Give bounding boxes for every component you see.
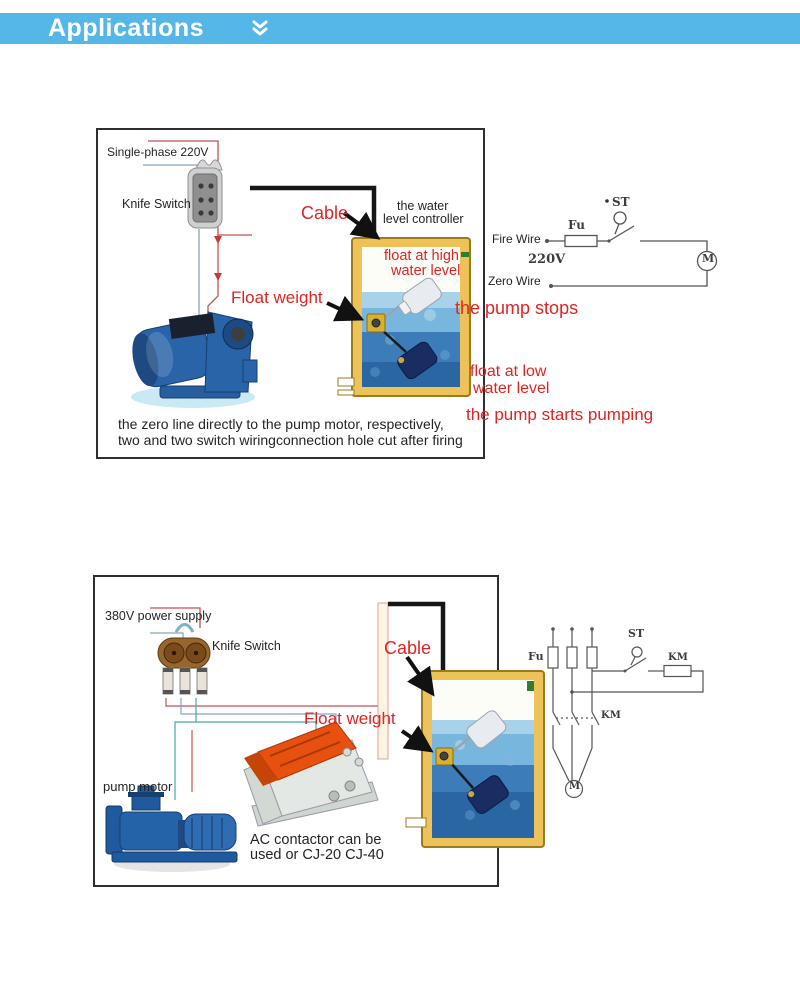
power-supply-label-2: 380V power supply	[105, 609, 212, 623]
applications-header: Applications	[0, 13, 800, 44]
float-weight-label-1: Float weight	[231, 288, 323, 307]
motor-label-2: M	[569, 781, 581, 792]
float-high-label-line1: float at high	[384, 248, 459, 264]
fire-wire-label: Fire Wire	[492, 232, 541, 246]
water-tank-image-2	[405, 670, 545, 848]
caption-line2: two and two switch wiringconnection hole…	[118, 432, 463, 448]
zero-wire-label: Zero Wire	[488, 274, 541, 288]
motor-label-1: M	[702, 252, 715, 265]
caption-line1: the zero line directly to the pump motor…	[118, 416, 444, 432]
knife-switch-image-2	[157, 623, 211, 695]
knife-switch-label-2: Knife Switch	[212, 639, 281, 653]
circuit-schematic-2	[547, 627, 704, 799]
float-high-label-line2: water level	[391, 263, 461, 279]
knife-switch-label-1: Knife Switch	[122, 197, 191, 211]
float-weight-label-2: Float weight	[304, 709, 396, 728]
contactor-caption-line1: AC contactor can be	[250, 832, 382, 848]
cable-arrow-2	[405, 655, 435, 697]
controller-label-line2: level controller	[383, 212, 464, 226]
float-low-image-2	[467, 775, 509, 814]
float-high-image-2	[466, 710, 507, 749]
fuse-label-2: Fu	[528, 650, 544, 663]
fuse-label-1: Fu	[568, 218, 586, 232]
pump-starts-label: the pump starts pumping	[466, 405, 654, 424]
pump-stops-label: the pump stops	[455, 298, 579, 318]
controller-label-line1: the water	[397, 199, 449, 213]
contactor-contacts-label: KM	[601, 710, 621, 721]
cable-label-2: Cable	[384, 638, 432, 658]
switch-label-1: ST	[612, 195, 630, 209]
contactor-caption-line2: used or CJ-20 CJ-40	[250, 847, 384, 863]
float-high-image	[398, 277, 442, 315]
ac-contactor-image	[243, 721, 379, 827]
section-title: Applications	[48, 14, 205, 42]
float-low-label-line1: float at low	[470, 363, 547, 380]
cable-conduit-strip	[377, 602, 389, 760]
voltage-label: 220V	[528, 252, 566, 267]
circuit-schematic-1	[545, 199, 718, 288]
diagram1-panel	[96, 128, 485, 459]
cable-arrow-1	[342, 211, 381, 240]
switch-label-2: ST	[628, 627, 645, 640]
power-supply-label-1: Single-phase 220V	[107, 145, 209, 159]
contactor-coil-label: KM	[668, 652, 688, 663]
water-tank-image-1	[337, 237, 471, 397]
double-chevron-down-icon[interactable]	[250, 20, 270, 38]
float-weight-arrow-2	[400, 725, 434, 753]
pump-image-1	[131, 311, 258, 408]
knife-switch-image-1	[187, 159, 223, 229]
pump-motor-label: pump motor	[103, 779, 173, 794]
float-weight-arrow-1	[326, 295, 365, 322]
float-low-label-line2: water level	[473, 380, 550, 397]
pump-image-2	[105, 785, 238, 872]
float-low-image	[397, 341, 438, 380]
cable-label-1: Cable	[301, 203, 349, 223]
